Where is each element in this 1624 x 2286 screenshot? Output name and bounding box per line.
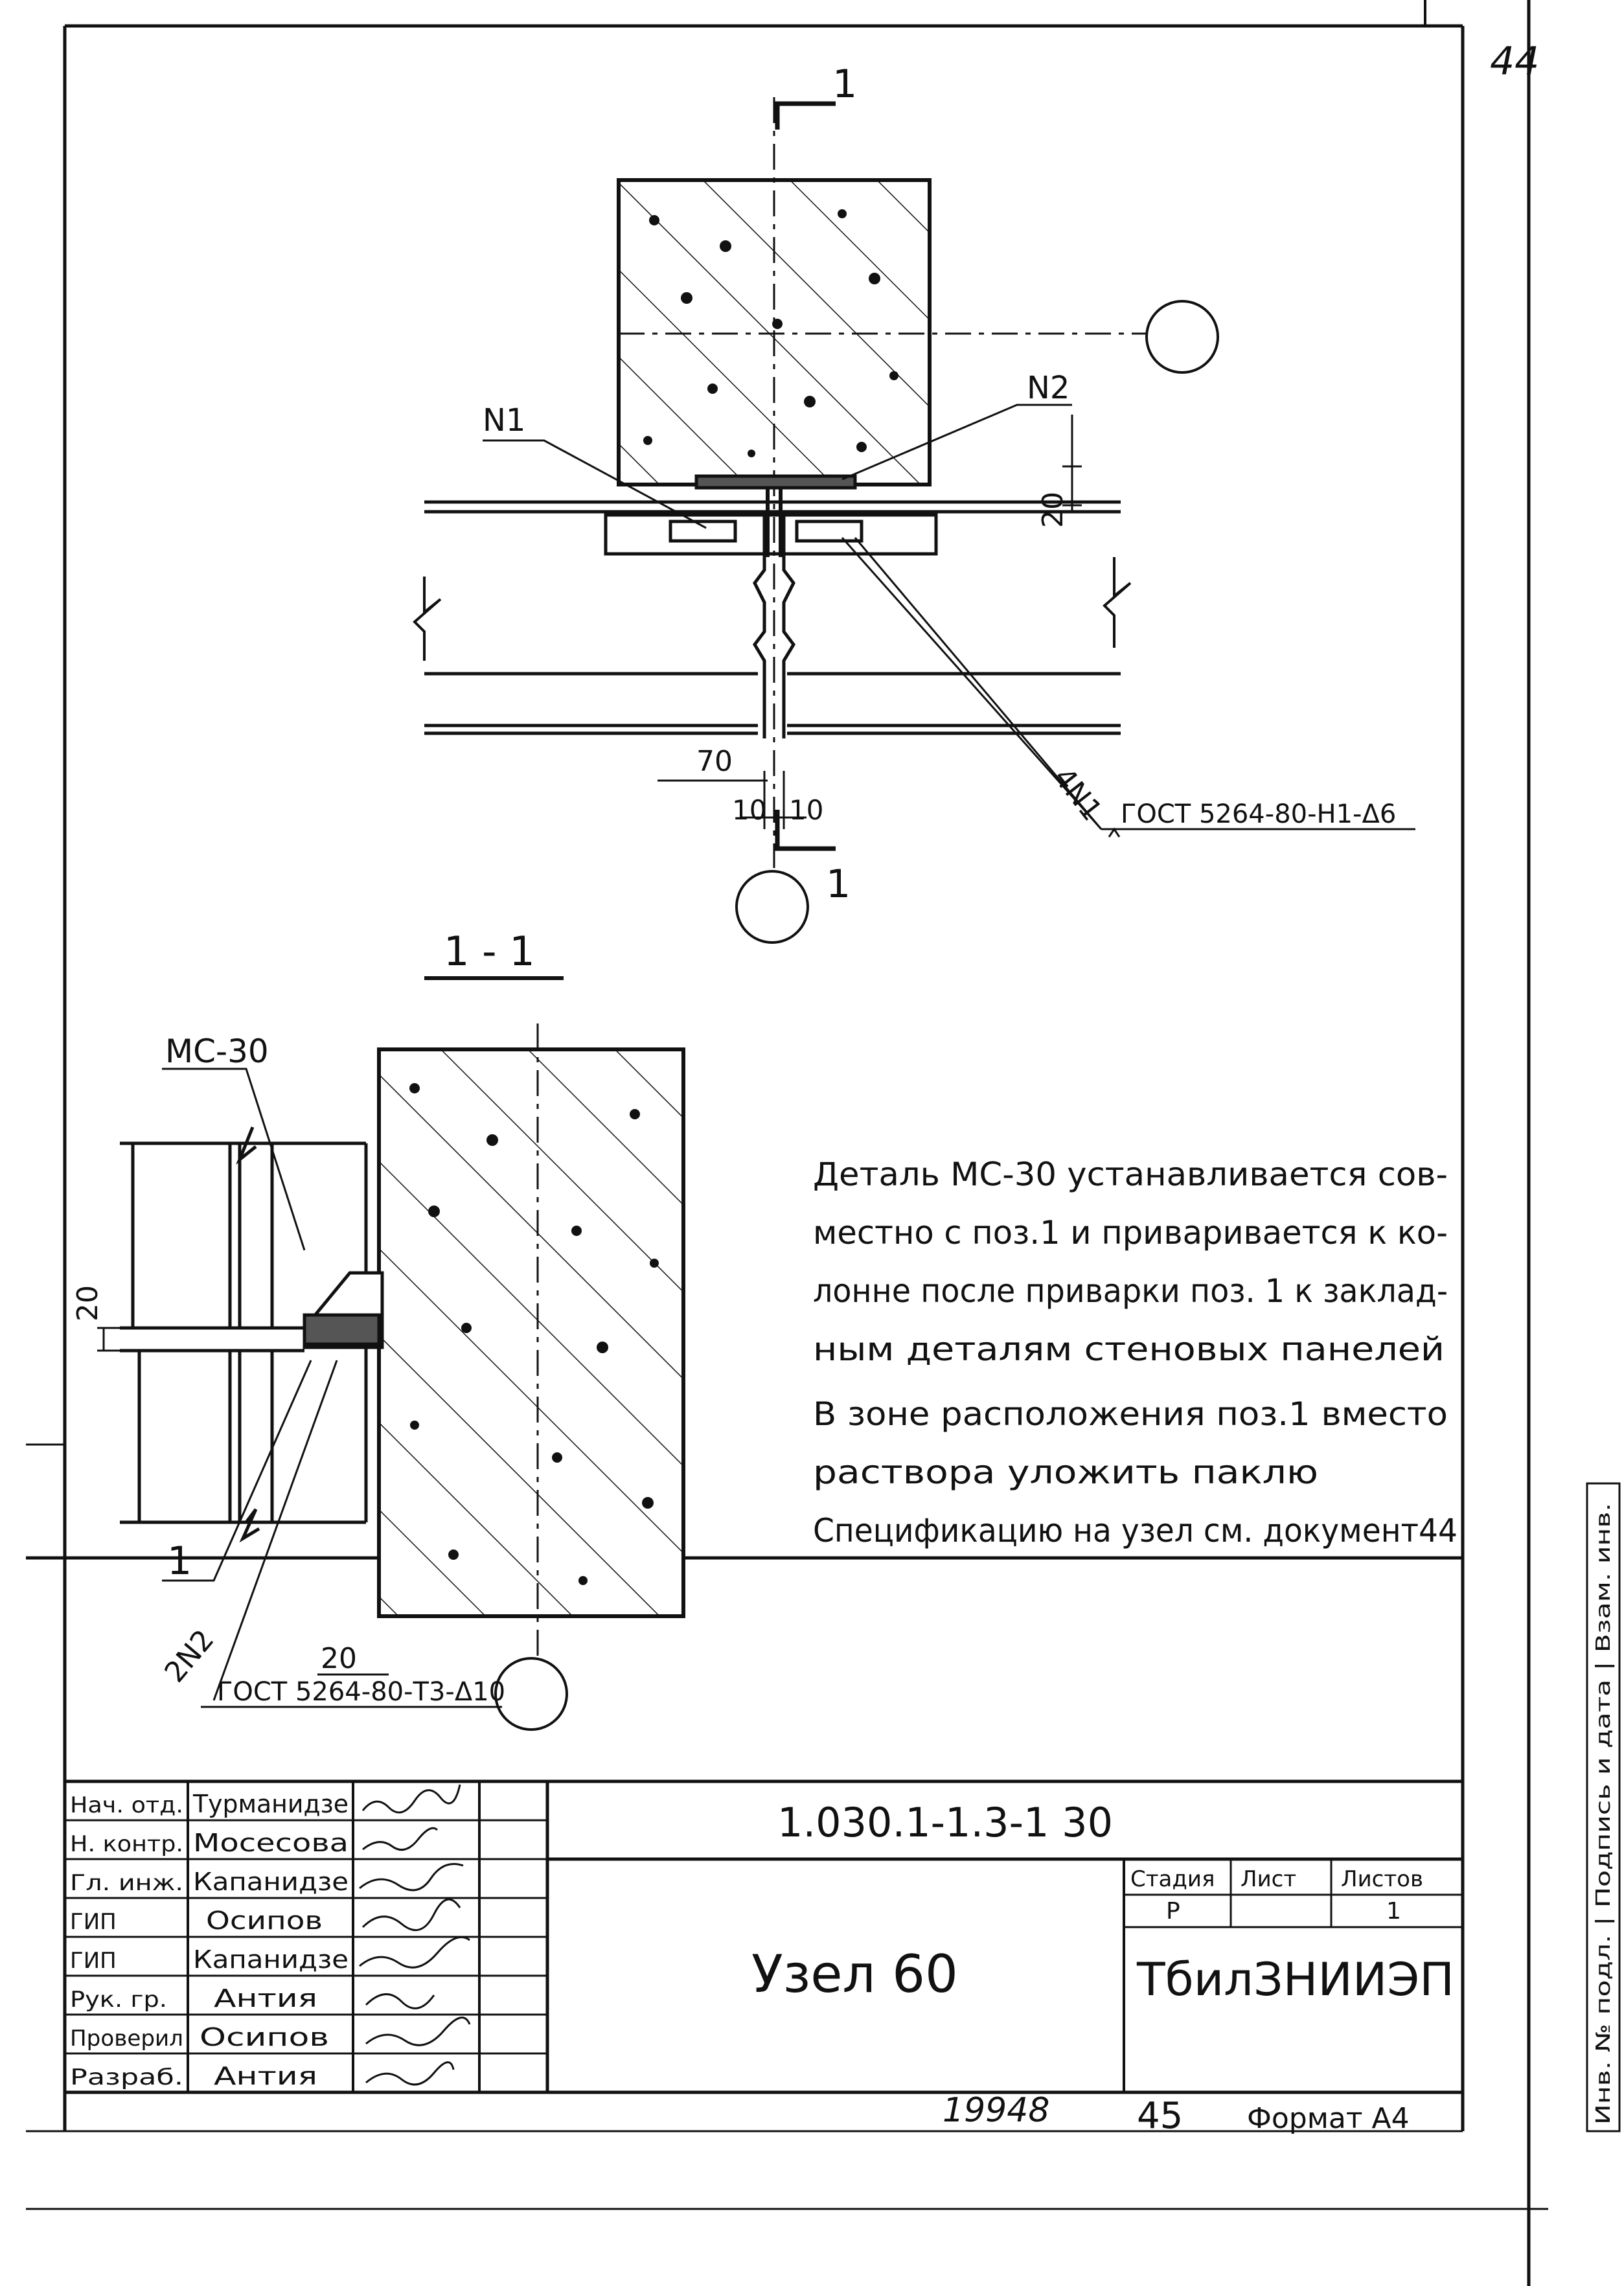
role-2: Н. контр. — [70, 1831, 183, 1857]
format-label: Формат А4 — [1247, 2102, 1410, 2135]
section-mark — [775, 101, 836, 851]
section-leaders — [97, 1068, 502, 1708]
stage-value: Р — [1166, 1898, 1180, 1925]
note-line-1: Деталь МС-30 устанавливается сов- — [813, 1156, 1448, 1193]
role-1: Нач. отд. — [70, 1792, 183, 1818]
name-7: Осипов — [200, 2023, 329, 2052]
section-weld-note: ГОСТ 5264-80-Т3-Δ10 — [217, 1677, 505, 1707]
sheets-header: Листов — [1341, 1866, 1423, 1892]
section-dim-20-bottom: 20 — [321, 1642, 357, 1675]
note-line-3: лонне после приварки поз. 1 к заклад- — [813, 1272, 1448, 1310]
title-block — [65, 1779, 1463, 2094]
corner-page-number: 44 — [1490, 39, 1539, 84]
section-axis-bubble — [494, 1657, 568, 1731]
name-1: Турманидзе — [192, 1790, 349, 1818]
section-label-2n2: 2N2 — [158, 1623, 220, 1689]
section-title: 1 - 1 — [444, 928, 535, 975]
plan-dim-70: 70 — [696, 745, 733, 778]
stage-header: Стадия — [1130, 1866, 1215, 1892]
section-column-concrete — [377, 1047, 685, 1618]
name-8: Антия — [214, 2062, 317, 2090]
role-5: ГИП — [70, 1948, 117, 1974]
name-4: Осипов — [206, 1906, 323, 1935]
section-view: 1 - 1 — [71, 928, 685, 1731]
role-4: ГИП — [70, 1909, 117, 1935]
inventory-number: 19948 — [943, 2091, 1049, 2130]
plan-label-4n1: 4N1 — [1047, 761, 1108, 827]
title-block-signature-rows: Нач. отд. Турманидзе Н. контр. Мосесова … — [70, 1790, 349, 2090]
note-line-5: В зоне расположения поз.1 вместо — [813, 1395, 1448, 1433]
signature-scribbles — [359, 1784, 471, 2086]
document-code: 1.030.1-1.3-1 30 — [777, 1799, 1113, 1846]
plan-wall-panels — [413, 500, 1132, 738]
note-line-4: ным деталям стеновых панелей — [813, 1331, 1445, 1368]
plan-axis-bubble-right — [1145, 300, 1219, 374]
section-mark-bottom-label: 1 — [826, 862, 851, 907]
plan-leaders — [483, 404, 1415, 838]
section-aggregate-dots — [409, 1083, 659, 1585]
note-line-6: раствора уложить паклю — [813, 1454, 1318, 1491]
name-2: Мосесова — [193, 1829, 349, 1857]
notes: Деталь МС-30 устанавливается сов- местно… — [813, 1156, 1458, 1549]
side-stamp-text: Инв. № подл. | Подпись и дата | Взам. ин… — [1592, 1503, 1615, 2125]
plan-aggregate-dots — [643, 209, 898, 457]
plan-weld-note: ГОСТ 5264-80-Н1-Δ6 — [1121, 799, 1396, 829]
note-line-7: Спецификацию на узел см. документ44 — [813, 1512, 1458, 1549]
plan-dim-20: 20 — [1036, 492, 1069, 528]
role-3: Гл. инж. — [70, 1870, 183, 1896]
name-6: Антия — [214, 1984, 317, 2013]
section-label-mc30: МС-30 — [165, 1033, 269, 1070]
drawing-title: Узел 60 — [751, 1944, 958, 2004]
plan-axis-bubble-bottom — [735, 870, 809, 944]
organization: ТбилЗНИИЭП — [1136, 1953, 1454, 2006]
role-7: Проверил — [70, 2026, 183, 2052]
plan-view: 1 1 — [413, 62, 1415, 944]
role-6: Рук. гр. — [70, 1987, 167, 2013]
side-stamp: Инв. № подл. | Подпись и дата | Взам. ин… — [1586, 1482, 1621, 2132]
section-wall-panels — [120, 1126, 384, 1543]
section-mark-top-label: 1 — [832, 62, 857, 107]
plan-label-n2: N2 — [1027, 370, 1069, 406]
section-label-pos1: 1 — [167, 1538, 192, 1584]
sheets-value: 1 — [1386, 1898, 1401, 1925]
sheet-header: Лист — [1241, 1866, 1296, 1892]
plan-embedded-plates — [604, 474, 938, 557]
footer-page-number: 45 — [1137, 2095, 1183, 2137]
plan-label-n1: N1 — [483, 402, 525, 439]
role-8: Разраб. — [70, 2064, 183, 2090]
name-5: Капанидзе — [193, 1945, 349, 1974]
section-dim-20-left: 20 — [71, 1285, 104, 1321]
note-line-2: местно с поз.1 и приваривается к ко- — [813, 1214, 1448, 1252]
name-3: Капанидзе — [193, 1868, 349, 1896]
plan-dim-10-left: 10 — [732, 794, 766, 826]
plan-dim-10-right: 10 — [789, 794, 823, 826]
